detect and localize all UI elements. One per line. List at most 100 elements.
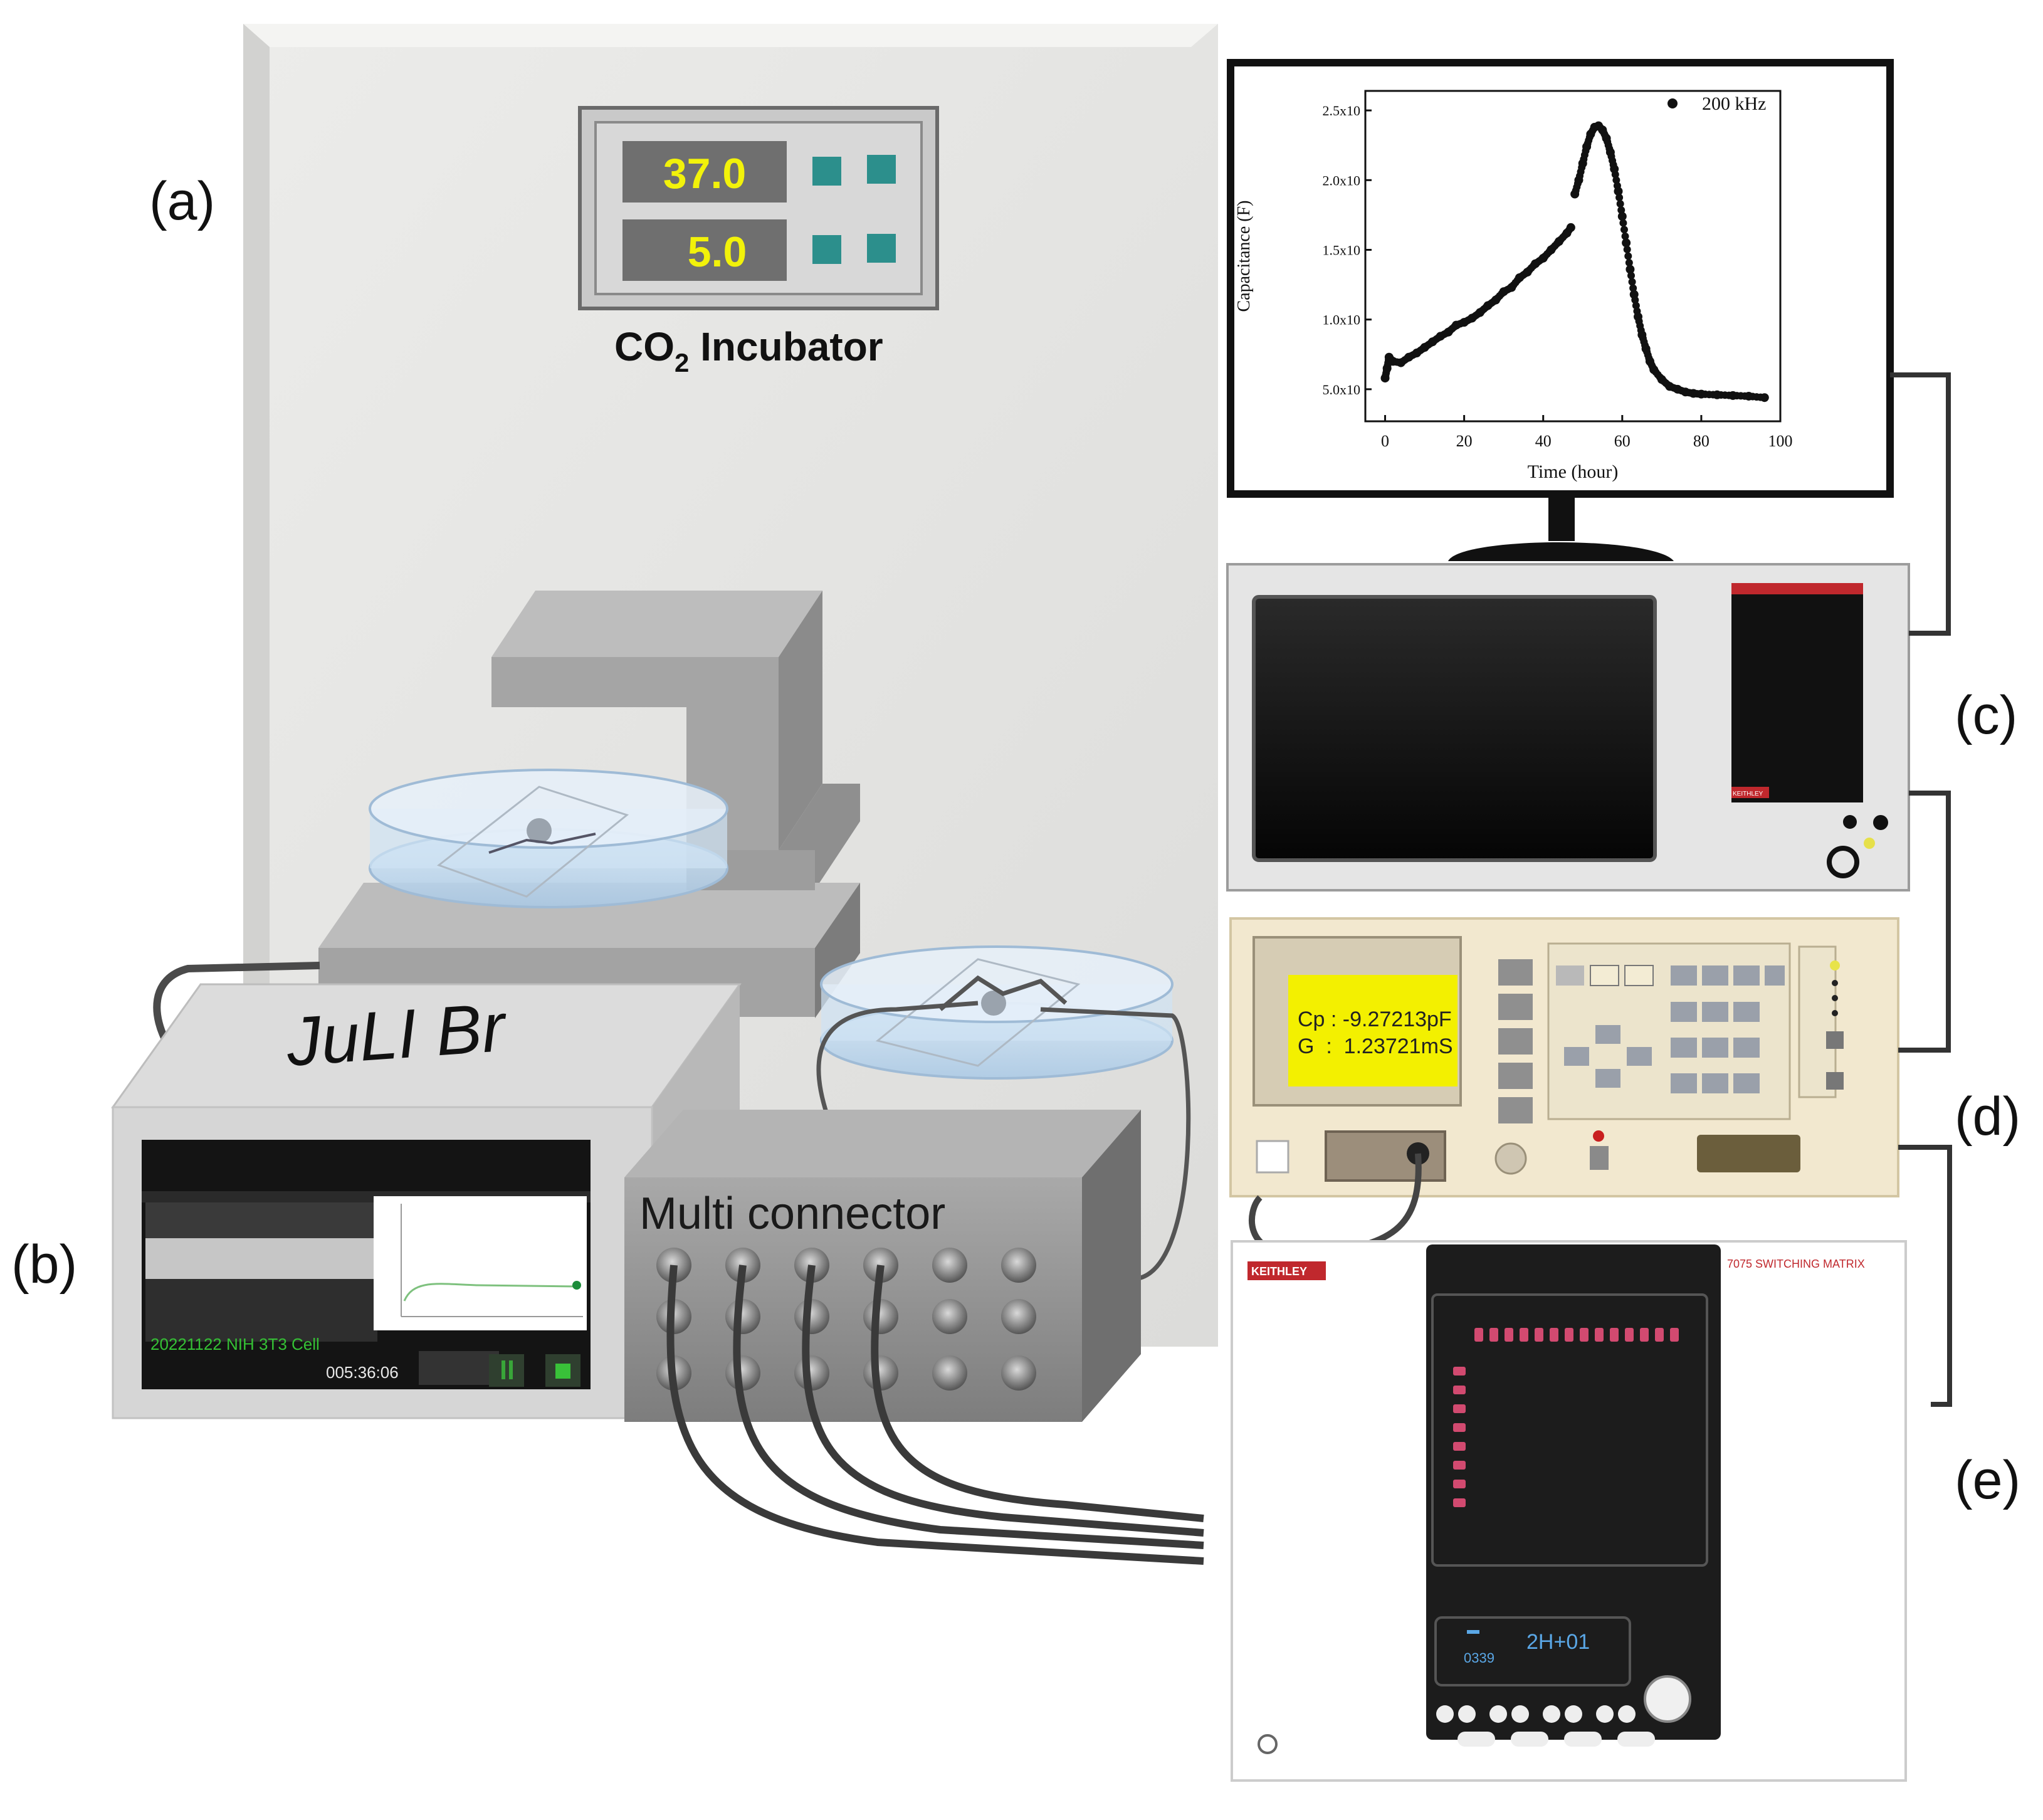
arrow-down-key[interactable] (1595, 1069, 1620, 1088)
x-tick-label: 0 (1381, 432, 1389, 450)
plot-frame (1364, 90, 1782, 423)
arrow-right-key[interactable] (1627, 1047, 1652, 1066)
temperature-value: 37.0 (663, 150, 746, 197)
y-tick-label: 1.5x10 (1323, 242, 1361, 258)
port[interactable] (794, 1355, 829, 1391)
lcr-side-key[interactable] (1826, 1031, 1844, 1049)
key[interactable] (1556, 965, 1584, 986)
key[interactable] (1671, 1073, 1697, 1093)
culture-dish-lower (816, 945, 1191, 1281)
data-point (1632, 302, 1640, 310)
softkey[interactable] (1498, 994, 1533, 1020)
matrix-button[interactable] (1511, 1705, 1529, 1723)
panel-label-d: (d) (1955, 1086, 2020, 1147)
key[interactable] (1733, 965, 1760, 986)
smu-instrument (1226, 563, 1910, 892)
matrix-button[interactable] (1436, 1705, 1454, 1723)
key[interactable] (1733, 1002, 1760, 1022)
matrix-button[interactable] (1457, 1732, 1495, 1747)
matrix-button[interactable] (1565, 1705, 1582, 1723)
softkey[interactable] (1498, 959, 1533, 986)
data-point (1627, 271, 1635, 280)
key[interactable] (1733, 1073, 1760, 1093)
imager-timer: 005:36:06 (326, 1363, 399, 1382)
softkey[interactable] (1498, 1063, 1533, 1089)
key[interactable] (1590, 965, 1619, 986)
port[interactable] (794, 1299, 829, 1334)
panel-label-b: (b) (11, 1234, 77, 1295)
lcr-side-key[interactable] (1826, 1072, 1844, 1090)
juli-brand: JuLI Br (283, 989, 510, 1081)
matrix-button[interactable] (1543, 1705, 1560, 1723)
matrix-front-buttons (1436, 1705, 1655, 1747)
data-point (1611, 171, 1619, 179)
softkey[interactable] (1498, 1028, 1533, 1055)
y-tick-label: 1.0x10 (1323, 312, 1361, 328)
lcr-terminal (1325, 1130, 1446, 1182)
arrow-up-key[interactable] (1595, 1025, 1620, 1044)
imager-pause-button[interactable] (489, 1354, 524, 1387)
matrix-button[interactable] (1618, 1705, 1636, 1723)
matrix-readout-main: 2H+01 (1526, 1630, 1590, 1654)
key[interactable] (1765, 965, 1785, 986)
matrix-brand: KEITHLEY (1251, 1265, 1307, 1278)
matrix-button[interactable] (1511, 1732, 1548, 1747)
imager-screen-caption: 20221122 NIH 3T3 Cell (150, 1335, 320, 1354)
key[interactable] (1702, 1002, 1728, 1022)
key[interactable] (1671, 965, 1697, 986)
x-axis-label: Time (hour) (1528, 461, 1619, 482)
incubator-control-panel (578, 106, 939, 310)
temperature-display (622, 141, 787, 203)
data-point (1760, 393, 1769, 402)
matrix-button[interactable] (1564, 1732, 1602, 1747)
matrix-led-row (1474, 1328, 1679, 1342)
smu-knob[interactable] (1843, 815, 1857, 829)
data-point (1619, 219, 1627, 227)
port[interactable] (1001, 1248, 1036, 1283)
data-point (1615, 194, 1624, 202)
softkey[interactable] (1498, 1097, 1533, 1123)
port[interactable] (932, 1299, 967, 1334)
matrix-button[interactable] (1458, 1705, 1476, 1723)
matrix-knob[interactable] (1644, 1675, 1691, 1723)
control-button[interactable] (812, 235, 841, 264)
port[interactable] (1001, 1355, 1036, 1391)
control-button[interactable] (812, 157, 841, 186)
control-button[interactable] (867, 155, 896, 184)
port[interactable] (725, 1355, 760, 1391)
x-tick-label: 80 (1693, 432, 1710, 450)
lcr-readout-line2: G : 1.23721mS (1298, 1034, 1453, 1058)
matrix-power-button[interactable] (1258, 1734, 1278, 1754)
incubator-title-prefix: CO (614, 324, 675, 369)
panel-label-c: (c) (1955, 685, 2017, 745)
port[interactable] (932, 1248, 967, 1283)
key[interactable] (1702, 1038, 1728, 1058)
matrix-button[interactable] (1617, 1732, 1655, 1747)
lcr-readout-line1: Cp : -9.27213pF (1298, 1007, 1452, 1031)
key[interactable] (1702, 1073, 1728, 1093)
port[interactable] (932, 1355, 967, 1391)
key[interactable] (1702, 965, 1728, 986)
matrix-button[interactable] (1489, 1705, 1507, 1723)
arrow-left-key[interactable] (1564, 1047, 1589, 1066)
connection-lines (1890, 372, 1952, 1407)
port[interactable] (725, 1299, 760, 1334)
control-button[interactable] (867, 234, 896, 263)
imager-button[interactable] (419, 1351, 499, 1385)
legend-label: 200 kHz (1702, 93, 1766, 114)
key[interactable] (1671, 1038, 1697, 1058)
lcr-knob[interactable] (1494, 1142, 1527, 1175)
smu-brand: KEITHLEY (1733, 791, 1763, 797)
lcr-display-bar (1697, 1135, 1800, 1172)
smu-power-button[interactable] (1827, 846, 1859, 878)
lcr-power-switch[interactable] (1256, 1140, 1289, 1174)
port[interactable] (863, 1299, 898, 1334)
key[interactable] (1671, 1002, 1697, 1022)
lcr-meter (1229, 917, 1899, 1258)
key[interactable] (1624, 965, 1654, 986)
port[interactable] (1001, 1299, 1036, 1334)
port[interactable] (863, 1355, 898, 1391)
microscope-stand (318, 591, 860, 1018)
matrix-button[interactable] (1596, 1705, 1614, 1723)
key[interactable] (1733, 1038, 1760, 1058)
